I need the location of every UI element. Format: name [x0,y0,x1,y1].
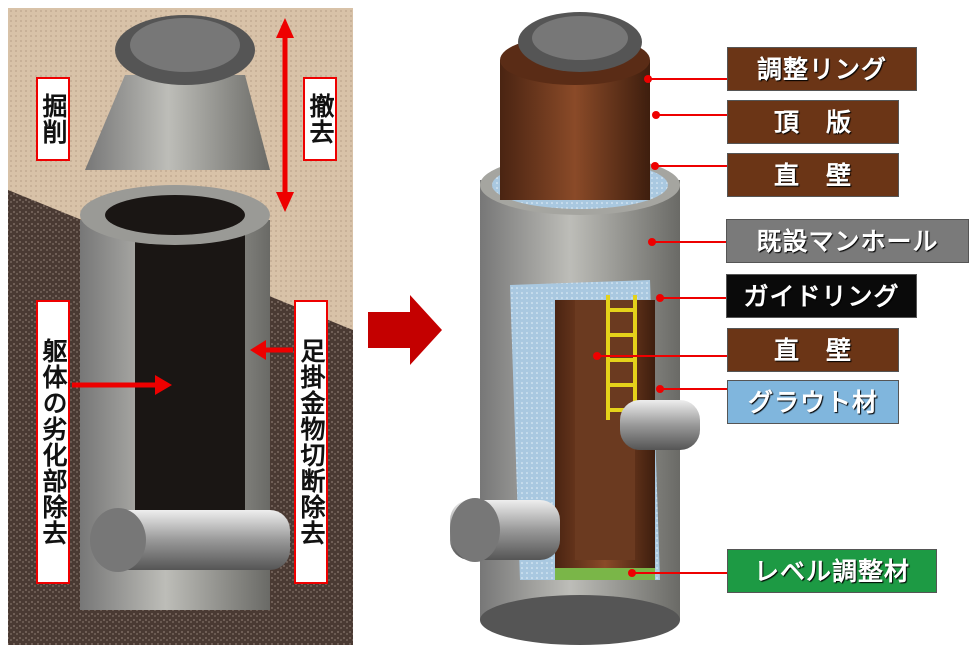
tag-straight-wall-upper: 直 壁 [727,153,899,197]
leader-line [656,114,728,116]
leader-dot [652,111,660,119]
left-excavation-scene [8,8,353,645]
tag-existing-manhole: 既設マンホール [726,219,969,263]
tag-straight-wall-lower: 直 壁 [727,328,899,372]
leader-dot [644,75,652,83]
leader-dot [651,162,659,170]
leader-line [660,388,728,390]
transition-arrow [368,295,442,365]
tag-grout: グラウト材 [727,380,899,424]
leader-dot [656,294,664,302]
label-deteriorated-removal: 躯体の劣化部除去 [36,300,70,584]
label-step-cut-removal: 足掛金物切断除去 [294,300,328,584]
label-excavation: 掘削 [36,77,70,161]
leader-line [648,78,728,80]
leader-line [597,355,728,357]
label-removal: 撤去 [303,77,337,161]
leader-dot [656,385,664,393]
leader-line [660,297,727,299]
right-rehab-scene [450,12,700,645]
leader-dot [593,352,601,360]
leader-line [632,572,728,574]
tag-top-slab: 頂 版 [727,100,899,144]
tag-level-adjuster: レベル調整材 [727,549,937,593]
leader-dot [628,569,636,577]
tag-guide-ring: ガイドリング [726,274,917,318]
tag-adjustment-ring: 調整リング [727,47,917,91]
leader-dot [648,238,656,246]
leader-line [655,165,728,167]
leader-line [652,241,727,243]
